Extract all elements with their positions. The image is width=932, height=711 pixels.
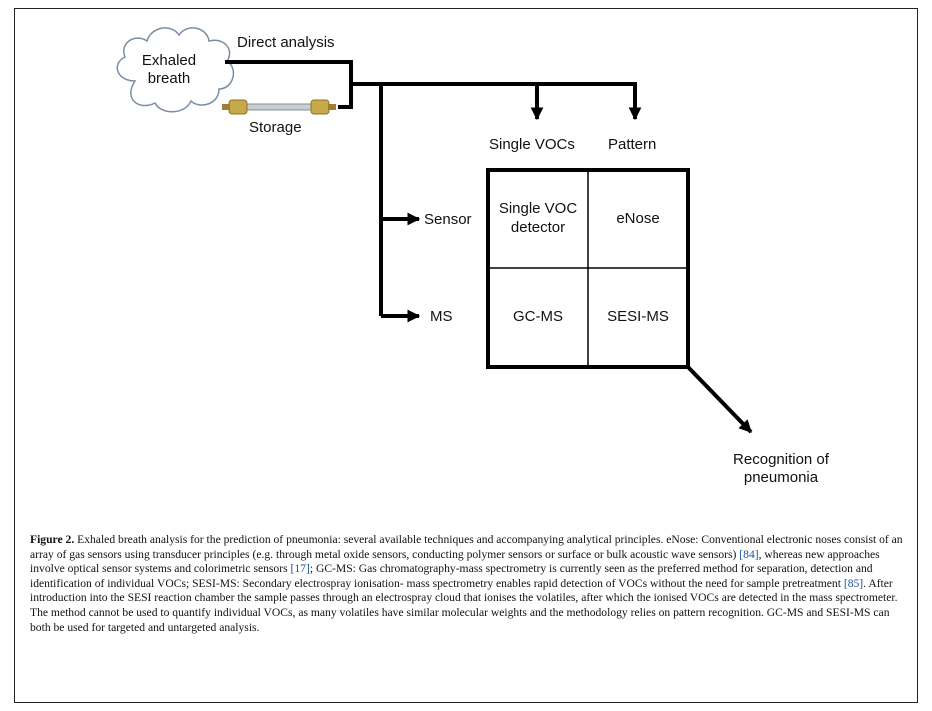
- technique-grid: [486, 168, 690, 369]
- caption-text-4: . After introduction into the SESI react…: [30, 576, 898, 634]
- cell-gc-ms: GC-MS: [513, 308, 563, 326]
- outcome-label: Recognition of pneumonia: [733, 451, 829, 486]
- storage-label: Storage: [249, 119, 302, 136]
- exhaled-breath-label: Exhaled breath: [141, 52, 197, 87]
- direct-analysis-line: [225, 60, 353, 81]
- arrow-outcome: [686, 365, 753, 434]
- caption-text-3: ; GC-MS: Gas chromatography-mass spectro…: [30, 562, 873, 590]
- direct-analysis-label: Direct analysis: [237, 34, 335, 51]
- caption-text-2: , whereas new approaches involve optical…: [30, 547, 880, 576]
- caption-title: Figure 2.: [30, 533, 75, 546]
- cloud-icon: [116, 27, 235, 113]
- flow-lines: [225, 60, 753, 434]
- column-label-pattern: Pattern: [608, 136, 657, 153]
- diagram-canvas: [116, 27, 753, 434]
- cell-single-voc-detector: Single VOC detector: [498, 200, 578, 236]
- storage-tube-icon: [222, 99, 336, 115]
- storage-line: [338, 81, 353, 109]
- caption-text-1: Exhaled breath analysis for the predicti…: [30, 533, 903, 561]
- cell-sesi-ms: SESI-MS: [607, 308, 669, 326]
- row-label-ms: MS: [430, 308, 453, 325]
- row-label-sensor: Sensor: [424, 211, 472, 228]
- caption-ref-17[interactable]: [17]: [290, 562, 310, 576]
- caption-ref-85[interactable]: [85]: [843, 576, 864, 590]
- figure-page: Exhaled breath Direct analysis Storage S…: [14, 8, 918, 703]
- column-label-single-vocs: Single VOCs: [489, 136, 575, 153]
- figure-caption: Figure 2. Exhaled breath analysis for th…: [30, 533, 910, 635]
- cell-enose: eNose: [616, 209, 660, 227]
- caption-ref-84[interactable]: [84]: [739, 547, 759, 561]
